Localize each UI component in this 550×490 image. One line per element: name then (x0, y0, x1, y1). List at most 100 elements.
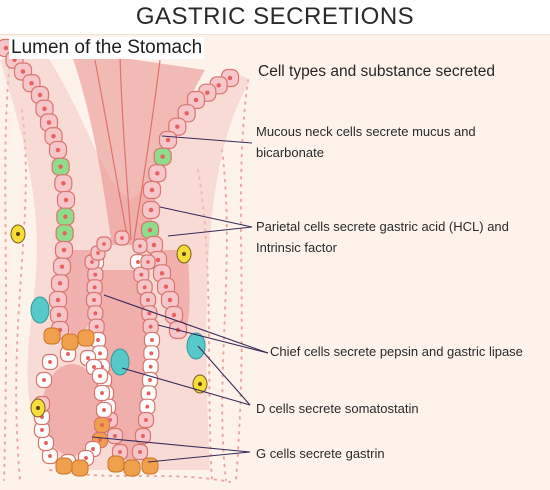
diagram-title: GASTRIC SECRETIONS (135, 3, 415, 30)
cell-nucleus (148, 207, 154, 213)
cell-nucleus (91, 447, 95, 451)
cell-nucleus (149, 351, 154, 356)
cell-nucleus (29, 81, 34, 86)
cell-nucleus (139, 272, 144, 277)
capillary-dot-center (198, 382, 202, 386)
title-bar: GASTRIC SECRETIONS (0, 0, 550, 35)
parietal-cells-label: Parietal cells secrete gastric acid (HCL… (256, 219, 509, 255)
cell-nucleus (86, 356, 90, 360)
capillary-dot-center (36, 406, 40, 410)
chief-cells-label: Chief cells secrete pepsin and gastric l… (270, 344, 523, 359)
cell-nucleus (138, 450, 142, 454)
capillary-dot-center (182, 252, 186, 256)
cell-nucleus (37, 92, 43, 98)
g-cell (61, 333, 79, 351)
cell-nucleus (61, 247, 67, 253)
d-cell (110, 348, 130, 376)
cell-nucleus (56, 312, 62, 318)
cell-nucleus (63, 197, 69, 203)
cell-nucleus (92, 365, 96, 369)
cell-nucleus (136, 260, 140, 264)
label-leader-lines (91, 135, 269, 463)
cell-nucleus (92, 298, 96, 302)
cell-nucleus (227, 75, 233, 81)
tissue-dot-line (235, 79, 249, 481)
gastric-pit-lumen (70, 50, 205, 245)
leader-line (121, 367, 251, 406)
cell-nucleus (93, 311, 98, 316)
d-cell (186, 332, 206, 360)
cell-nucleus (42, 106, 47, 111)
cell-nucleus (146, 260, 150, 264)
leader-line (103, 294, 269, 354)
gland-cells (0, 38, 240, 477)
cell-nucleus (167, 297, 173, 303)
leader-line (161, 135, 253, 144)
cell-nucleus (148, 378, 152, 382)
cell-nucleus (142, 285, 147, 290)
capillary-dot-center (16, 232, 20, 236)
g-cell (141, 457, 159, 475)
gland-lumen-bottom (42, 364, 102, 456)
cell-nucleus (84, 456, 88, 460)
cell-nucleus (51, 134, 56, 139)
cell-nucleus (100, 423, 104, 427)
cell-nucleus (61, 181, 66, 186)
cell-nucleus (94, 324, 99, 329)
cell-nucleus (165, 137, 171, 143)
leader-line (159, 206, 253, 228)
cell-nucleus (98, 351, 102, 356)
leader-line (167, 226, 253, 237)
cell-nucleus (120, 236, 124, 240)
cell-nucleus (48, 454, 52, 458)
leader-line (91, 436, 251, 453)
cell-nucleus (138, 244, 142, 248)
g-cell (55, 457, 73, 475)
cell-nucleus (90, 260, 94, 264)
cell-nucleus (148, 364, 153, 369)
cell-nucleus (55, 297, 61, 303)
cell-nucleus (46, 120, 52, 125)
cell-nucleus (58, 164, 63, 169)
cell-nucleus (93, 272, 98, 277)
cell-nucleus (66, 352, 70, 356)
tissue-dot-line (15, 109, 27, 481)
cell-nucleus (175, 124, 180, 129)
cell-nucleus (20, 69, 26, 74)
cell-nucleus (147, 227, 153, 233)
cell-nucleus (98, 374, 102, 378)
cell-nucleus (216, 83, 221, 88)
leader-line (147, 451, 251, 463)
cell-nucleus (184, 111, 189, 116)
cell-nucleus (144, 418, 148, 422)
cell-nucleus (205, 90, 210, 95)
g-cell (77, 329, 95, 347)
cell-nucleus (102, 408, 106, 412)
cell-nucleus (3, 45, 9, 51)
cell-nucleus (118, 450, 122, 454)
mucous-neck-cells-label: Mucous neck cells secrete mucus and bica… (256, 124, 476, 160)
tissue-dot-line (49, 469, 231, 483)
d-cells-label: D cells secrete somatostatin (256, 401, 419, 416)
cell-nucleus (163, 284, 169, 289)
lumen-strand (133, 59, 161, 241)
g-cell (71, 459, 89, 477)
cell-nucleus (40, 428, 44, 432)
cell-nucleus (160, 154, 165, 159)
cell-nucleus (98, 438, 102, 442)
g-cell (123, 459, 141, 477)
cell-nucleus (151, 242, 157, 248)
g-cell (43, 327, 61, 345)
cell-nucleus (92, 285, 97, 290)
cell-nucleus (96, 338, 100, 342)
cell-nucleus (113, 434, 117, 438)
cell-nucleus (55, 147, 61, 153)
g-cells-label: G cells secrete gastrin (256, 446, 385, 461)
cell-nucleus (171, 312, 177, 318)
cell-nucleus (155, 171, 160, 176)
legend-heading: Cell types and substance secreted (258, 63, 495, 80)
cell-nucleus (159, 271, 165, 276)
lumen-strand (119, 54, 132, 241)
cell-nucleus (102, 242, 106, 246)
